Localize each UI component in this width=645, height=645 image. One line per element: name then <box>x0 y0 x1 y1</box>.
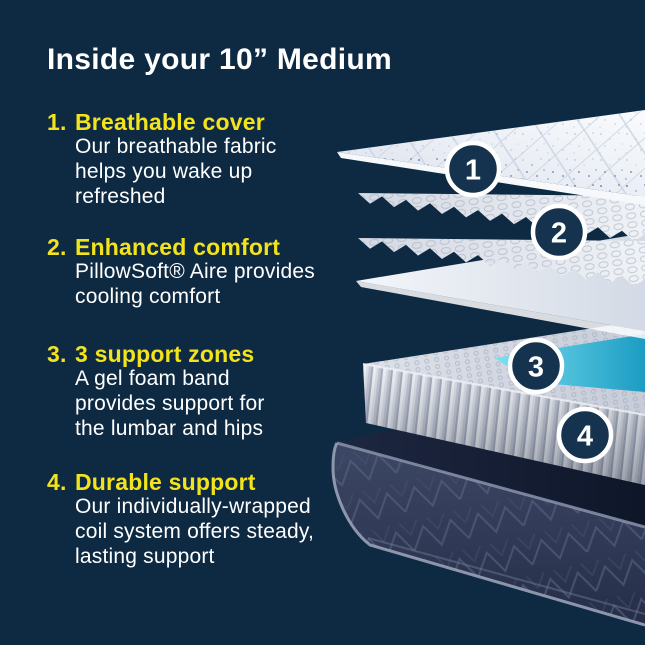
callout-number-1: 1 <box>465 155 481 187</box>
feature-heading-4: 4. Durable support <box>47 470 347 494</box>
feature-body-3: A gel foam band provides support for the… <box>75 367 265 440</box>
callout-circle-1: 1 <box>444 140 502 198</box>
feature-number-3: 3. <box>47 341 67 367</box>
feature-title-3: 3 support zones <box>75 341 255 367</box>
base-bottom-piping <box>331 442 645 627</box>
callout-circle-4: 4 <box>556 406 614 464</box>
callout-number-3: 3 <box>528 352 544 384</box>
callout-circle-3: 3 <box>507 337 565 395</box>
feature-title-4: Durable support <box>75 469 256 495</box>
feature-number-4: 4. <box>47 469 67 495</box>
feature-body-2: PillowSoft® Aire provides cooling comfor… <box>75 260 315 308</box>
callout-number-2: 2 <box>551 218 567 250</box>
feature-number-1: 1. <box>47 109 67 135</box>
feature-item-4: 4. Durable support Our individually-wrap… <box>47 470 347 569</box>
base-rim-piping <box>336 441 645 529</box>
feature-body-1: Our breathable fabric helps you wake up … <box>75 135 277 208</box>
feature-item-1: 1. Breathable cover Our breathable fabri… <box>47 110 347 209</box>
feature-title-2: Enhanced comfort <box>75 234 281 260</box>
feature-heading-2: 2. Enhanced comfort <box>47 235 347 259</box>
feature-heading-3: 3. 3 support zones <box>47 342 347 366</box>
callouts: 1 2 3 4 <box>444 140 614 464</box>
comfort-foam-layer-1 <box>358 193 645 242</box>
callout-circle-2: 2 <box>530 203 588 261</box>
feature-number-2: 2. <box>47 234 67 260</box>
feature-item-2: 2. Enhanced comfort PillowSoft® Aire pro… <box>47 235 347 309</box>
feature-body-4: Our individually-wrapped coil system off… <box>75 495 315 568</box>
page-title: Inside your 10” Medium <box>47 43 393 76</box>
callout-number-4: 4 <box>577 421 593 453</box>
feature-heading-1: 1. Breathable cover <box>47 110 347 134</box>
feature-item-3: 3. 3 support zones A gel foam band provi… <box>47 342 347 441</box>
feature-title-1: Breathable cover <box>75 109 265 135</box>
